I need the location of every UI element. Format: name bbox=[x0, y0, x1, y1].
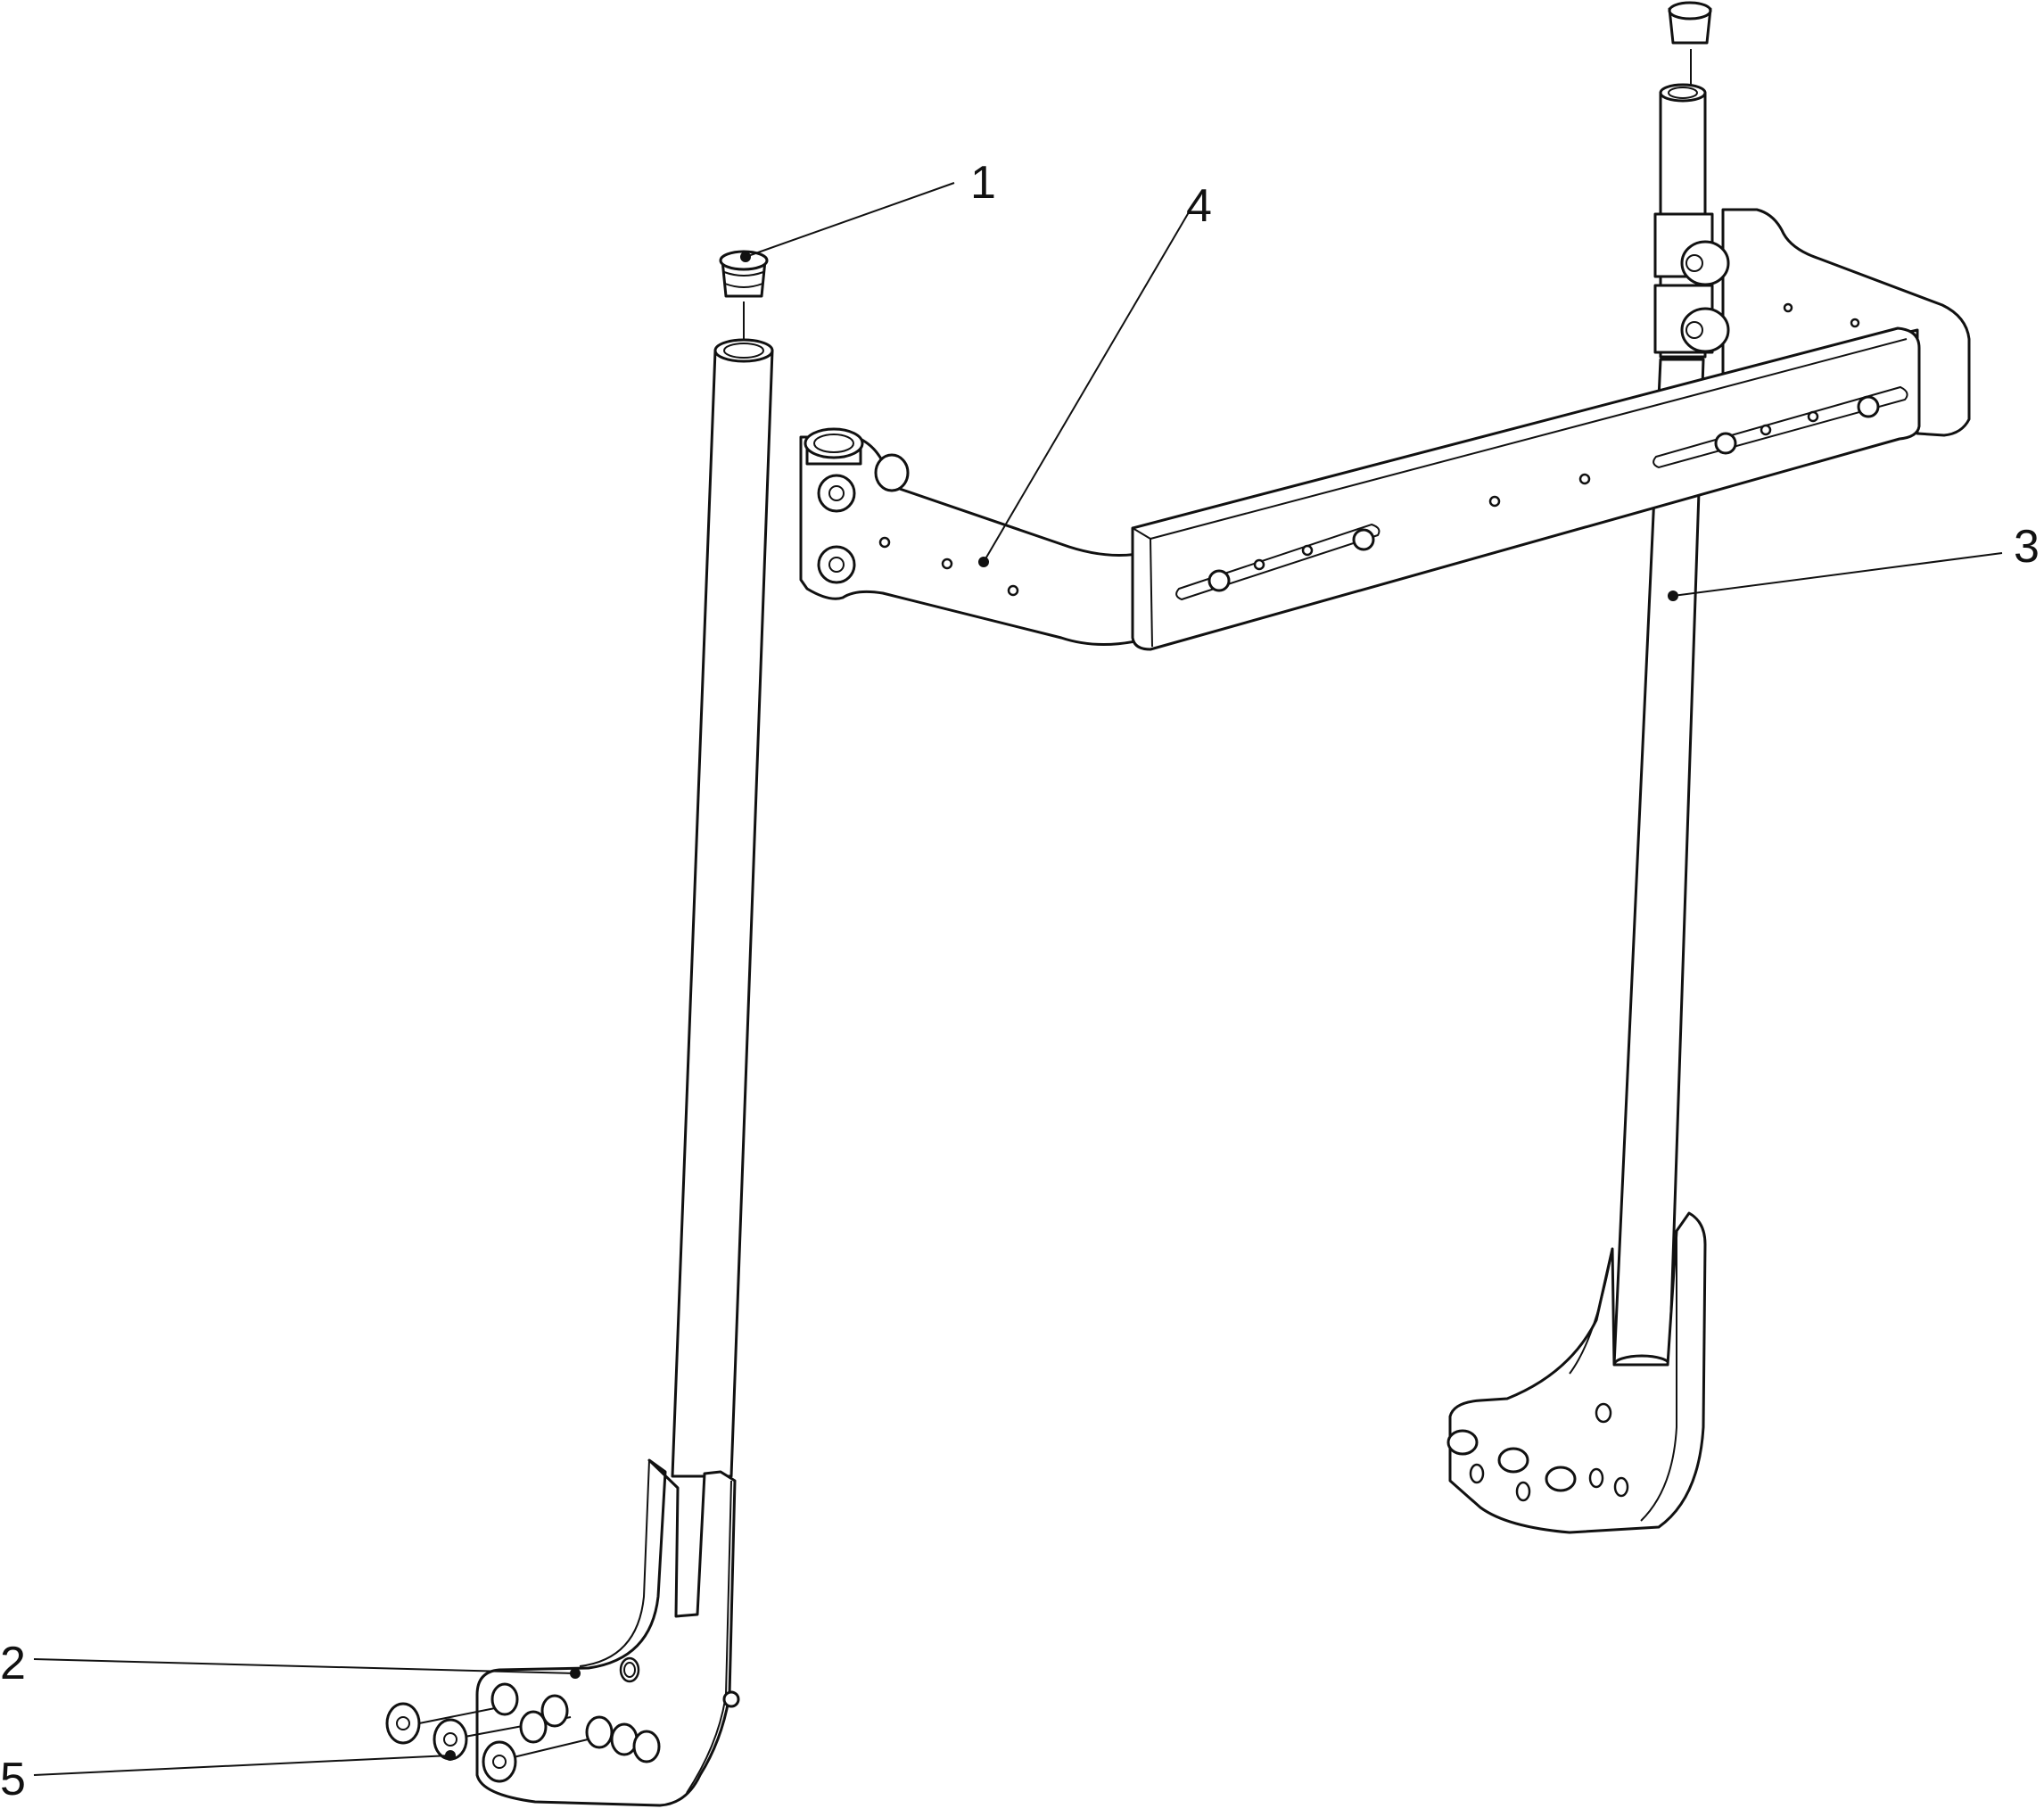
callout-3: 3 bbox=[1668, 521, 2040, 601]
callout-4-label: 4 bbox=[1186, 180, 1212, 232]
callout-1-label: 1 bbox=[970, 157, 996, 209]
callout-5: 5 bbox=[0, 1750, 456, 1805]
right-bottom-bracket bbox=[1446, 1211, 1707, 1534]
callout-3-label: 3 bbox=[2014, 521, 2040, 573]
callout-5-label: 5 bbox=[0, 1754, 26, 1805]
left-bottom-bracket bbox=[475, 1458, 740, 1807]
left-end-cap bbox=[719, 250, 769, 340]
callout-2: 2 bbox=[0, 1638, 581, 1689]
cross-bar-assembly bbox=[799, 208, 1971, 651]
callout-4: 4 bbox=[978, 180, 1212, 567]
callout-2-label: 2 bbox=[0, 1638, 26, 1689]
left-upright-tube bbox=[671, 338, 774, 1478]
right-end-cap bbox=[1668, 1, 1712, 85]
callout-1: 1 bbox=[740, 157, 996, 262]
